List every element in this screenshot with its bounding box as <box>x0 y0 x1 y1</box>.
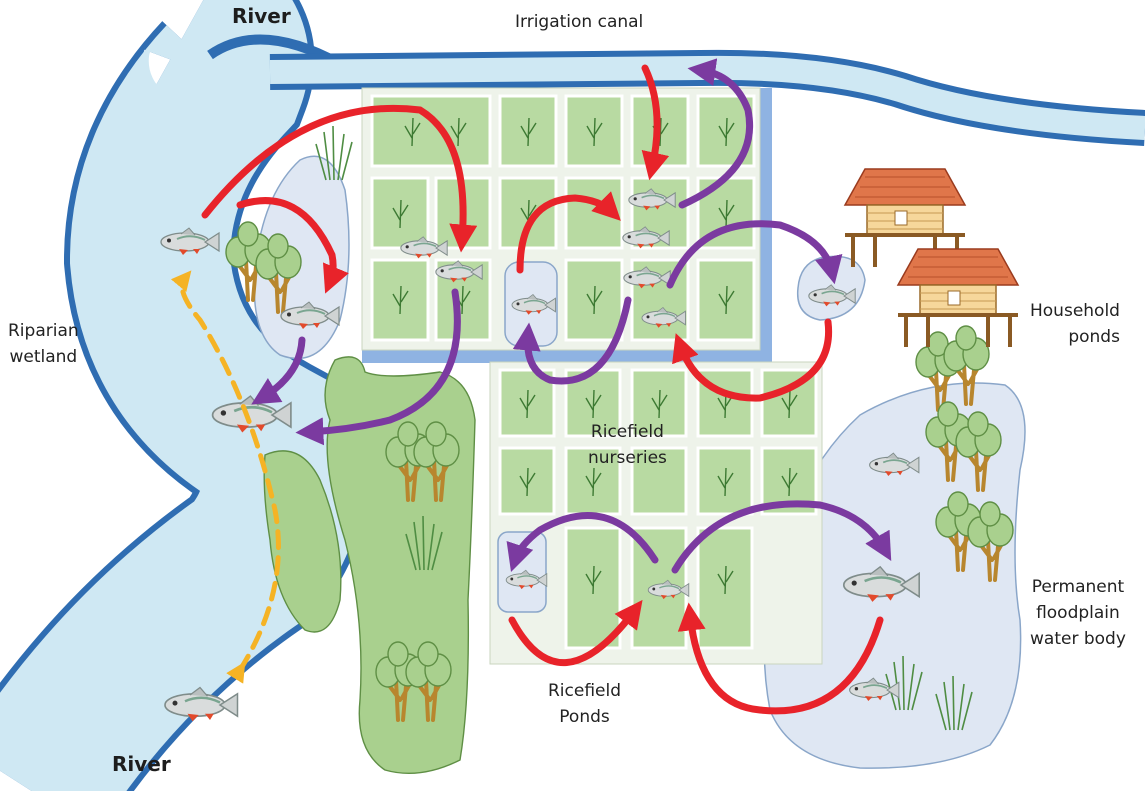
riparian-label-line1: Riparian <box>8 318 79 344</box>
ricefield-ponds-label-line1: Ricefield <box>548 678 621 704</box>
stilt-house-icon <box>845 169 1018 347</box>
ricefield-ponds-label: Ricefield Ponds <box>548 678 621 730</box>
ricefield-ponds-label-line2: Ponds <box>548 704 621 730</box>
riparian-label-line2: wetland <box>8 344 79 370</box>
ricefield-nurseries-label: Ricefield nurseries <box>588 419 667 471</box>
household-label-line1: Household <box>1030 298 1120 324</box>
household-label-line2: ponds <box>1030 324 1120 350</box>
household-ponds-label: Household ponds <box>1030 298 1120 350</box>
lower-ricefield-block <box>490 362 822 664</box>
irrigation-canal-label: Irrigation canal <box>515 9 643 35</box>
nurseries-label-line2: nurseries <box>588 445 667 471</box>
floodplain-label-line3: water body <box>1030 626 1126 652</box>
nurseries-label-line1: Ricefield <box>588 419 667 445</box>
floodplain-label-line2: floodplain <box>1030 600 1126 626</box>
riparian-wetland-label: Riparian wetland <box>8 318 79 370</box>
river-label-top: River <box>232 4 291 28</box>
floodplain-label: Permanent floodplain water body <box>1030 574 1126 652</box>
floodplain-label-line1: Permanent <box>1030 574 1126 600</box>
river <box>30 15 340 790</box>
river-label-bottom: River <box>112 752 171 776</box>
upper-ricefield-block <box>362 88 772 363</box>
